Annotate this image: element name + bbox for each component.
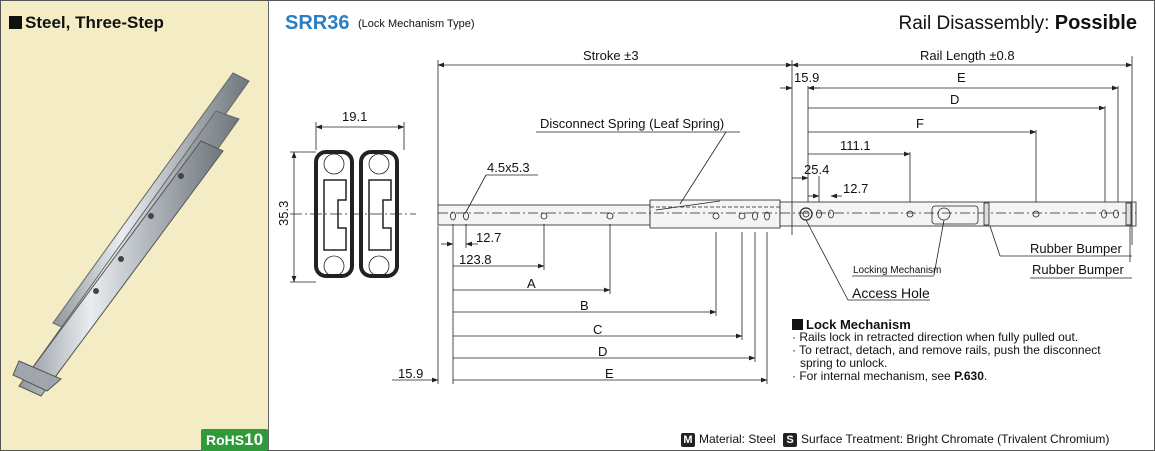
dim-F-top: F [916, 116, 924, 131]
product-title: Steel, Three-Step [9, 13, 164, 33]
square-icon [9, 16, 22, 29]
material-text: Material: Steel [699, 432, 776, 446]
rail-side-view [437, 199, 1137, 229]
model-subtitle: (Lock Mechanism Type) [358, 18, 475, 30]
callout-locking-mechanism: Locking Mechanism [853, 265, 941, 276]
lock-note-1: · Rails lock in retracted direction when… [792, 330, 1079, 344]
dim-A: A [527, 276, 536, 291]
product-panel: Steel, Three-Step RoHS10 [1, 1, 269, 451]
rohs-badge: RoHS10 [201, 429, 269, 451]
lock-note-4: · For internal mechanism, see P.630. [792, 369, 988, 383]
product-photo [12, 72, 250, 397]
dim-C: C [593, 322, 602, 337]
callout-rubber-bumper-2: Rubber Bumper [1032, 262, 1124, 277]
material-icon: M [681, 433, 695, 447]
dim-B: B [580, 298, 589, 313]
surface-treatment-text: Surface Treatment: Bright Chromate (Triv… [801, 432, 1110, 446]
callout-disconnect-spring: Disconnect Spring (Leaf Spring) [540, 116, 724, 131]
dim-35-3: 35.3 [276, 201, 291, 226]
square-icon [792, 319, 803, 330]
cross-section [290, 122, 416, 283]
surface-treatment-icon: S [783, 433, 798, 447]
dim-D-top: D [950, 92, 959, 107]
dim-15-9-top: 15.9 [794, 70, 819, 85]
lock-note-3: spring to unlock. [800, 356, 888, 370]
dim-rail-length: Rail Length ±0.8 [920, 48, 1015, 63]
dim-stroke: Stroke ±3 [583, 48, 639, 63]
dim-111-1: 111.1 [840, 138, 871, 153]
callout-access-hole: Access Hole [852, 285, 930, 301]
lock-mechanism-notes: Lock Mechanism · Rails lock in retracted… [792, 318, 1101, 383]
dim-D-bottom: D [598, 344, 607, 359]
dim-12-7-left: 12.7 [476, 230, 501, 245]
page-reference-link[interactable]: P.630 [954, 369, 984, 383]
lock-mechanism-heading: Lock Mechanism [792, 318, 1101, 331]
dim-E-top: E [957, 70, 966, 85]
dim-hole-size: 4.5x5.3 [487, 160, 530, 175]
dim-12-7-right: 12.7 [843, 181, 868, 196]
model-number: SRR36 [285, 12, 350, 34]
dim-123-8: 123.8 [459, 252, 492, 267]
dim-15-9-bottom: 15.9 [398, 366, 423, 381]
dim-E-bottom: E [605, 366, 614, 381]
rail-disassembly: Rail Disassembly: Possible [898, 12, 1137, 34]
lock-note-2: · To retract, detach, and remove rails, … [792, 343, 1101, 357]
dim-19-1: 19.1 [342, 109, 367, 124]
callout-rubber-bumper-1: Rubber Bumper [1030, 241, 1122, 256]
dim-25-4: 25.4 [804, 162, 829, 177]
